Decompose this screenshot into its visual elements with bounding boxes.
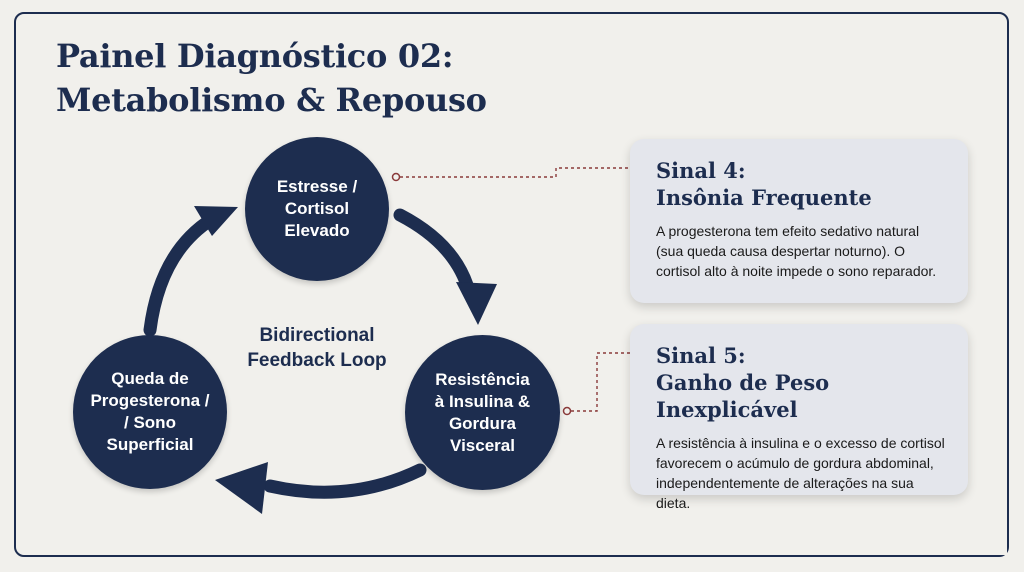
node-insulin-text: Resistência à Insulina & Gordura Viscera…	[427, 369, 538, 457]
node-progesterone-text: Queda de Progesterona / / Sono Superfici…	[82, 368, 217, 456]
frame-gap	[927, 543, 1007, 555]
feedback-loop-line-2: Feedback Loop	[247, 350, 387, 371]
signal-4-heading: Sinal 4: Insônia Frequente	[656, 157, 948, 211]
node-stress-text: Estresse / Cortisol Elevado	[269, 176, 365, 242]
node-stress-line-3: Elevado	[284, 221, 350, 240]
node-insulin-resistance: Resistência à Insulina & Gordura Viscera…	[405, 335, 560, 490]
connector-insulin-to-signal5	[571, 352, 632, 412]
arrowhead-progesterone-to-stress	[194, 206, 238, 236]
feedback-loop-label: Bidirectional Feedback Loop	[232, 323, 402, 373]
signal-4-card: Sinal 4: Insônia Frequente A progesteron…	[630, 139, 968, 303]
signal-4-title: Insônia Frequente	[656, 185, 872, 210]
arrow-insulin-to-progesterone	[263, 463, 427, 499]
connector-dot-stress	[391, 172, 401, 182]
page-title-line-1: Painel Diagnóstico 02:	[56, 37, 454, 75]
page-frame	[14, 12, 1009, 557]
signal-5-label: Sinal 5:	[656, 343, 746, 368]
feedback-loop-line-1: Bidirectional	[259, 325, 375, 346]
page-title: Painel Diagnóstico 02: Metabolismo & Rep…	[56, 34, 487, 122]
signal-5-body: A resistência à insulina e o excesso de …	[656, 435, 945, 511]
node-insulin-line-3: Gordura	[448, 413, 517, 433]
node-progesterone-line-4: Superficial	[106, 435, 194, 454]
signal-5-title: Ganho de Peso Inexplicável	[656, 370, 830, 422]
connector-dot-insulin	[562, 406, 572, 416]
node-insulin-line-1: Resistência	[435, 369, 530, 389]
node-stress-cortisol: Estresse / Cortisol Elevado	[245, 137, 389, 281]
arrowhead-stress-to-insulin	[456, 282, 497, 325]
node-progesterone-line-2: Progesterona /	[90, 391, 210, 410]
arrowhead-insulin-to-progesterone	[215, 462, 268, 514]
node-progesterone-line-1: Queda de	[111, 369, 189, 388]
node-insulin-line-4: Visceral	[450, 435, 515, 455]
node-stress-line-2: Cortisol	[284, 199, 350, 218]
node-stress-line-1: Estresse /	[276, 177, 358, 196]
node-insulin-line-2: à Insulina &	[434, 391, 531, 411]
page-title-line-2: Metabolismo & Repouso	[56, 81, 487, 119]
arrow-stress-to-insulin	[393, 208, 474, 292]
signal-4-body: A progesterona tem efeito sedativo natur…	[656, 223, 937, 279]
node-progesterone-line-3: / Sono	[124, 413, 176, 432]
signal-5-heading: Sinal 5: Ganho de Peso Inexplicável	[656, 342, 948, 423]
node-progesterone-sleep: Queda de Progesterona / / Sono Superfici…	[73, 335, 227, 489]
arrow-progesterone-to-stress	[143, 212, 219, 337]
signal-4-label: Sinal 4:	[656, 158, 746, 183]
connector-stress-to-signal4	[400, 167, 632, 178]
signal-5-card: Sinal 5: Ganho de Peso Inexplicável A re…	[630, 324, 968, 511]
